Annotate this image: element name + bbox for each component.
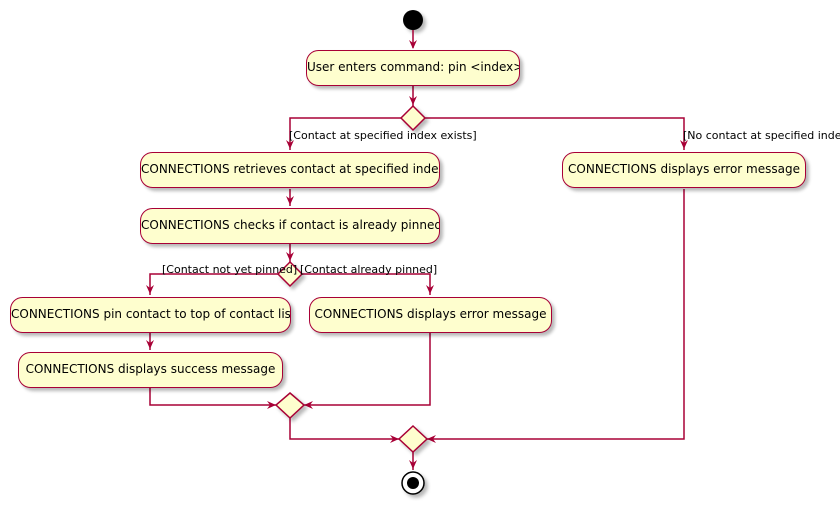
decision-already-pinned: [276, 260, 304, 288]
activity-pin-contact: CONNECTIONS pin contact to top of contac…: [10, 297, 291, 333]
end-node-inner: [407, 477, 419, 489]
arrowhead: [146, 285, 154, 294]
guard-contact-exists: [Contact at specified index exists]: [289, 129, 477, 142]
arrowhead: [286, 140, 294, 149]
activity-error-already-pinned: CONNECTIONS displays error message: [309, 297, 552, 333]
arrowhead: [286, 196, 294, 205]
edge-pinned-decision-to-error: [302, 273, 431, 295]
start-node: [403, 10, 423, 30]
arrowhead: [390, 435, 399, 443]
edge-decision-to-error-no-contact: [425, 117, 685, 150]
decision-contact-exists: [399, 104, 427, 132]
edge-pinned-decision-to-pin: [149, 273, 278, 295]
merge-pinned-branches: [274, 392, 306, 420]
edge-error-to-merge: [304, 333, 431, 406]
activity-success-message: CONNECTIONS displays success message: [18, 352, 283, 388]
arrowhead: [304, 401, 313, 409]
activity-check-pinned: CONNECTIONS checks if contact is already…: [140, 208, 440, 244]
guard-already-pinned: [Contact already pinned]: [300, 263, 438, 276]
guard-not-yet-pinned: [Contact not yet pinned]: [162, 263, 298, 276]
arrowhead: [680, 140, 688, 149]
arrowhead: [267, 401, 276, 409]
arrowhead: [409, 96, 417, 105]
arrowhead: [286, 252, 294, 261]
arrowhead: [409, 460, 417, 469]
guard-no-contact: [No contact at specified index]: [683, 129, 840, 142]
edge-success-to-merge: [149, 388, 276, 406]
merge-final: [397, 424, 429, 454]
arrowhead: [146, 340, 154, 349]
edge-decision-to-retrieve: [289, 117, 401, 150]
edge-merge-to-final-merge: [289, 418, 399, 440]
arrowhead: [409, 40, 417, 49]
arrowhead: [426, 285, 434, 294]
activity-error-no-contact: CONNECTIONS displays error message: [562, 152, 806, 188]
activity-retrieve-contact: CONNECTIONS retrieves contact at specifi…: [140, 152, 440, 188]
activity-enter-command: User enters command: pin <index>: [306, 50, 520, 86]
arrowhead: [427, 435, 436, 443]
edge-error-no-contact-to-final-merge: [427, 189, 685, 440]
